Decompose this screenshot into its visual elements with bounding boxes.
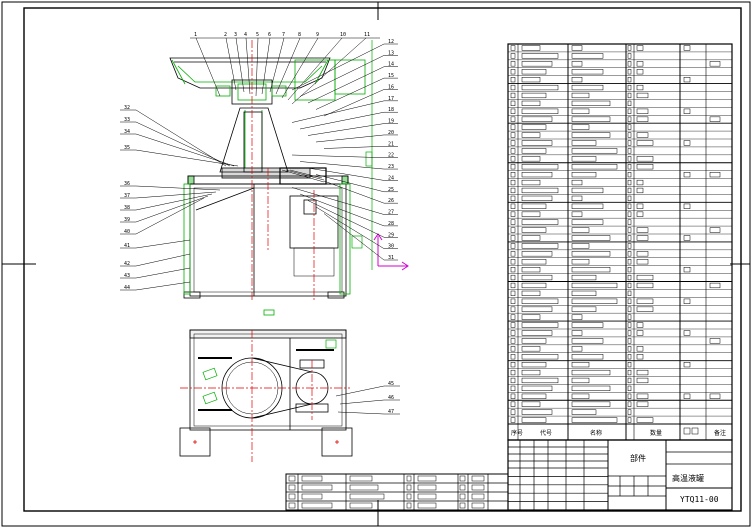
leader-label-27: 27 (388, 210, 394, 216)
foot-crosses (193, 440, 339, 444)
leader-label-34: 34 (124, 129, 130, 135)
leader-label-5: 5 (256, 32, 259, 38)
plan-green-parts (202, 339, 337, 405)
leader-label-16: 16 (388, 84, 394, 90)
bom-header-name: 名称 (590, 429, 602, 437)
leader-label-30: 30 (388, 244, 394, 250)
bom-entry-marks (510, 45, 721, 435)
bom-header-no: 序号 (511, 429, 523, 437)
leader-label-42: 42 (124, 261, 130, 267)
leader-label-40: 40 (124, 229, 130, 235)
leader-label-4: 4 (244, 32, 247, 38)
leader-labels-right: 12 13 14 15 16 17 18 19 20 21 22 23 24 25 26 27 28 29 30 31 (388, 39, 394, 261)
leader-label-26: 26 (388, 198, 394, 204)
leader-label-6: 6 (268, 32, 271, 38)
inner-border (23, 7, 742, 512)
leader-label-33: 33 (124, 117, 130, 123)
leader-label-37: 37 (124, 193, 130, 199)
bom-header-remark: 备注 (714, 429, 726, 437)
leader-label-9: 9 (316, 32, 319, 38)
leader-label-28: 28 (388, 221, 394, 227)
leader-label-25: 25 (388, 187, 394, 193)
leader-label-29: 29 (388, 232, 394, 238)
leader-label-17: 17 (388, 96, 394, 102)
leader-label-20: 20 (388, 130, 394, 136)
conical-support (219, 107, 289, 173)
leader-labels-plan: 45 46 47 (388, 381, 394, 415)
leader-label-8: 8 (298, 32, 301, 38)
bom-header: 序号 代号 名称 数量 备注 (507, 423, 733, 441)
title-block (507, 439, 733, 511)
plan-view (179, 329, 353, 457)
leader-label-46: 46 (388, 395, 394, 401)
leader-label-7: 7 (282, 32, 285, 38)
leader-label-32: 32 (124, 105, 130, 111)
leader-label-15: 15 (388, 73, 394, 79)
leader-label-10: 10 (340, 32, 346, 38)
centerlines-front (251, 40, 315, 300)
plan-foot-left (179, 427, 211, 457)
bom-table (507, 43, 733, 441)
leader-label-38: 38 (124, 205, 130, 211)
bom-header-code: 代号 (540, 429, 552, 437)
leader-label-21: 21 (388, 141, 394, 147)
leader-labels-left: 32 33 34 35 36 37 38 39 40 41 42 43 44 (124, 105, 130, 291)
right-bracket (351, 40, 373, 270)
plan-foot-right (321, 427, 353, 457)
title-part-label: 部件 (630, 453, 646, 463)
leader-label-31: 31 (388, 255, 394, 261)
leader-label-41: 41 (124, 243, 130, 249)
leader-label-43: 43 (124, 273, 130, 279)
title-drawing-code: YTQ11-00 (680, 495, 719, 504)
leader-label-2: 2 (224, 32, 227, 38)
leader-label-24: 24 (388, 175, 394, 181)
leader-label-45: 45 (388, 381, 394, 387)
leaders-top (190, 37, 380, 105)
leader-label-18: 18 (388, 107, 394, 113)
leader-labels-top: 1 2 3 4 5 6 7 8 9 10 11 (194, 32, 370, 38)
leader-label-47: 47 (388, 409, 394, 415)
revision-strip-marks (288, 475, 485, 509)
leader-label-11: 11 (364, 32, 370, 38)
leader-label-12: 12 (388, 39, 394, 45)
centerlines-plan (180, 330, 350, 462)
leader-label-19: 19 (388, 119, 394, 125)
leaders-right (291, 43, 398, 261)
leader-label-22: 22 (388, 153, 394, 159)
leader-label-44: 44 (124, 285, 130, 291)
section-marker (263, 309, 275, 316)
leader-label-1: 1 (194, 32, 197, 38)
view-arrows (373, 233, 409, 271)
leader-label-14: 14 (388, 62, 394, 68)
leader-label-3: 3 (234, 32, 237, 38)
leader-label-23: 23 (388, 164, 394, 170)
leader-label-39: 39 (124, 217, 130, 223)
leaders-plan (335, 385, 400, 415)
leader-label-35: 35 (124, 145, 130, 151)
revision-strip (285, 473, 509, 511)
top-vessel (169, 57, 331, 89)
bom-header-qty: 数量 (650, 429, 662, 437)
leader-label-36: 36 (124, 181, 130, 187)
leader-label-13: 13 (388, 50, 394, 56)
title-drawing-name: 高温液罐 (672, 473, 704, 483)
front-elevation-view (169, 57, 366, 299)
leaders-left (120, 109, 239, 291)
